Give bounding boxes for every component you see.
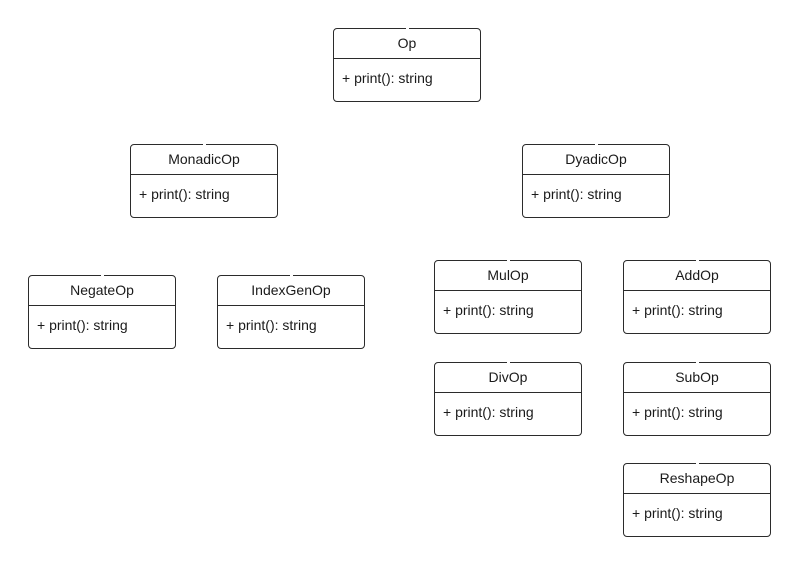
class-indexgenop[interactable]: IndexGenOp + print(): string xyxy=(217,274,365,349)
class-name: ReshapeOp xyxy=(624,464,770,494)
class-name: IndexGenOp xyxy=(218,276,364,306)
class-name: DivOp xyxy=(435,363,581,393)
class-operation: + print(): string xyxy=(443,404,534,420)
class-negateop[interactable]: NegateOp + print(): string xyxy=(28,274,176,349)
class-name: NegateOp xyxy=(29,276,175,306)
class-operation: + print(): string xyxy=(632,302,723,318)
class-divop[interactable]: DivOp + print(): string xyxy=(434,361,582,436)
class-name: DyadicOp xyxy=(523,145,669,175)
class-subop[interactable]: SubOp + print(): string xyxy=(623,361,771,436)
class-name: MonadicOp xyxy=(131,145,277,175)
class-reshapeop[interactable]: ReshapeOp + print(): string xyxy=(623,462,771,537)
class-addop[interactable]: AddOp + print(): string xyxy=(623,259,771,334)
class-name: SubOp xyxy=(624,363,770,393)
class-operation: + print(): string xyxy=(37,317,128,333)
class-op[interactable]: Op + print(): string xyxy=(333,27,481,102)
class-name: AddOp xyxy=(624,261,770,291)
class-operation: + print(): string xyxy=(632,505,723,521)
class-monadicop[interactable]: MonadicOp + print(): string xyxy=(130,143,278,218)
class-operation: + print(): string xyxy=(226,317,317,333)
class-operation: + print(): string xyxy=(443,302,534,318)
class-name: Op xyxy=(334,29,480,59)
class-dyadicop[interactable]: DyadicOp + print(): string xyxy=(522,143,670,218)
class-operation: + print(): string xyxy=(342,70,433,86)
class-mulop[interactable]: MulOp + print(): string xyxy=(434,259,582,334)
class-operation: + print(): string xyxy=(139,186,230,202)
class-name: MulOp xyxy=(435,261,581,291)
class-operation: + print(): string xyxy=(632,404,723,420)
class-operation: + print(): string xyxy=(531,186,622,202)
